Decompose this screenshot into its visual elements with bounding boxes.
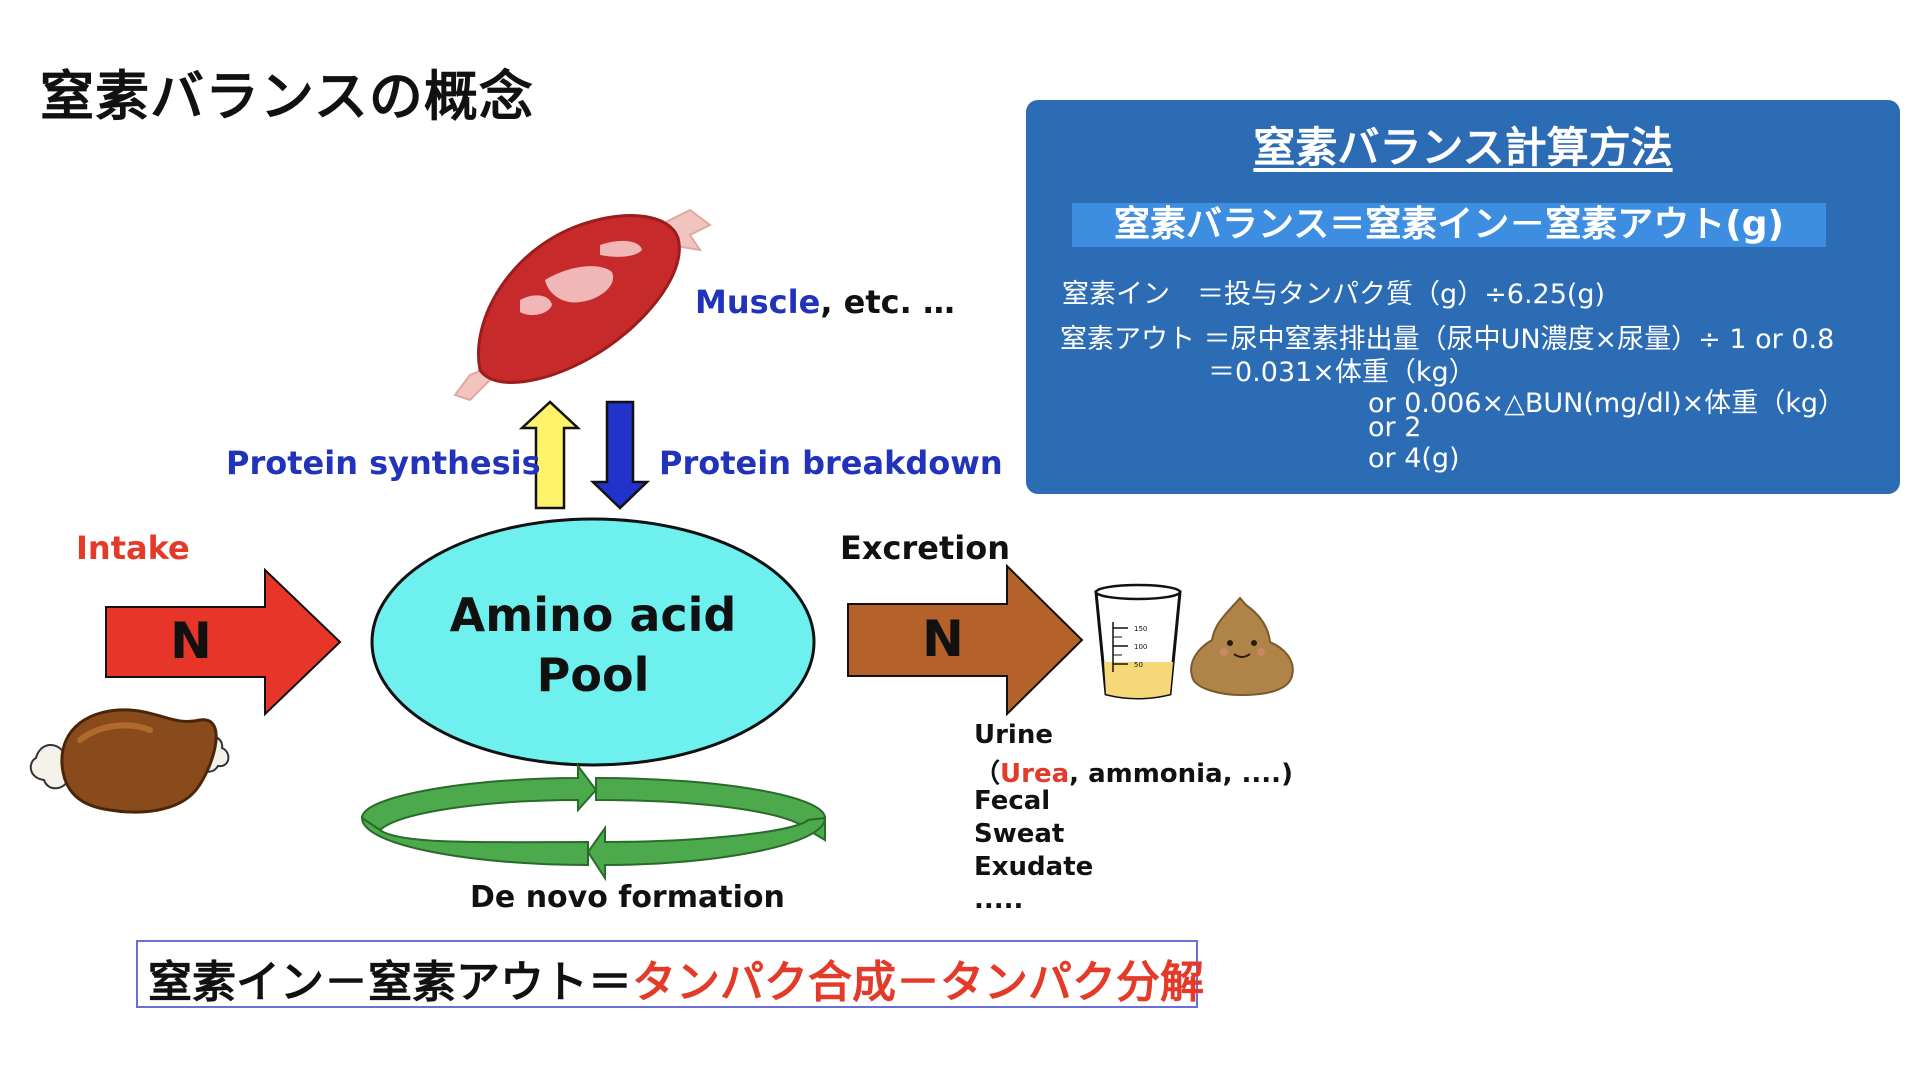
amino-acid-pool — [370, 517, 816, 767]
nitrogen-out-weight-formula: ＝0.031×体重（kg） — [1208, 357, 1476, 388]
excretion-arrow — [847, 563, 1084, 717]
intake-nitrogen-label: N — [170, 612, 212, 670]
protein-breakdown-arrow — [589, 400, 651, 510]
excretion-urine: Urine — [974, 720, 1053, 750]
nitrogen-out-bun-formula: or 0.006×△BUN(mg/dl)×体重（kg） — [1368, 388, 1846, 419]
urine-cup-icon — [1094, 583, 1182, 700]
balance-equation: 窒素イン－窒素アウト＝タンパク合成－タンパク分解 — [148, 957, 1204, 1008]
nitrogen-out-alt-4: or 4(g) — [1368, 443, 1460, 474]
nitrogen-in-formula: 窒素イン ＝投与タンパク質（g）÷6.25(g) — [1062, 279, 1606, 310]
excretion-fecal: Fecal — [974, 786, 1051, 816]
excretion-nitrogen-label: N — [922, 610, 964, 668]
de-novo-formation-label: De novo formation — [470, 880, 785, 915]
excretion-sweat: Sweat — [974, 819, 1065, 849]
cup-tick-150: 150 — [1134, 625, 1148, 633]
protein-synthesis-label: Protein synthesis — [226, 444, 541, 482]
nitrogen-balance-formula: 窒素バランス＝窒素イン－窒素アウト(g) — [1114, 204, 1784, 245]
de-novo-cycle-arrows — [360, 763, 827, 882]
calculation-panel: 窒素バランス計算方法 窒素バランス＝窒素イン－窒素アウト(g) 窒素イン ＝投与… — [1026, 100, 1900, 494]
amino-acid-pool-label: Amino acid Pool — [383, 585, 803, 705]
excretion-exudate: Exudate — [974, 852, 1094, 882]
excretion-more: ..... — [974, 885, 1024, 915]
feces-icon — [1190, 596, 1294, 697]
protein-breakdown-label: Protein breakdown — [659, 444, 1003, 482]
cup-tick-labels: 150 100 50 — [1134, 620, 1147, 674]
pool-label-line-1: Amino acid — [449, 588, 737, 642]
cup-tick-100: 100 — [1134, 643, 1148, 651]
muscle-label: Muscle, etc. … — [695, 283, 955, 321]
nitrogen-out-formula: 窒素アウト ＝尿中窒素排出量（尿中UN濃度×尿量）÷ 1 or 0.8 — [1060, 324, 1835, 355]
formula-highlight-bar: 窒素バランス＝窒素イン－窒素アウト(g) — [1072, 203, 1826, 247]
excretion-urine-detail: （Urea, ammonia, ....) — [974, 759, 1293, 789]
muscle-icon — [453, 208, 712, 402]
excretion-label: Excretion — [840, 529, 1010, 567]
intake-label: Intake — [76, 529, 190, 567]
cup-tick-50: 50 — [1134, 661, 1143, 669]
calculation-panel-title: 窒素バランス計算方法 — [1253, 123, 1673, 172]
intake-arrow — [105, 567, 342, 717]
pool-label-line-2: Pool — [536, 648, 650, 702]
meat-icon — [29, 708, 230, 814]
protein-synthesis-arrow — [518, 400, 582, 510]
nitrogen-out-alt-2: or 2 — [1368, 412, 1422, 443]
balance-equation-box: 窒素イン－窒素アウト＝タンパク合成－タンパク分解 — [136, 940, 1204, 1008]
page-title: 窒素バランスの概念 — [40, 65, 534, 128]
